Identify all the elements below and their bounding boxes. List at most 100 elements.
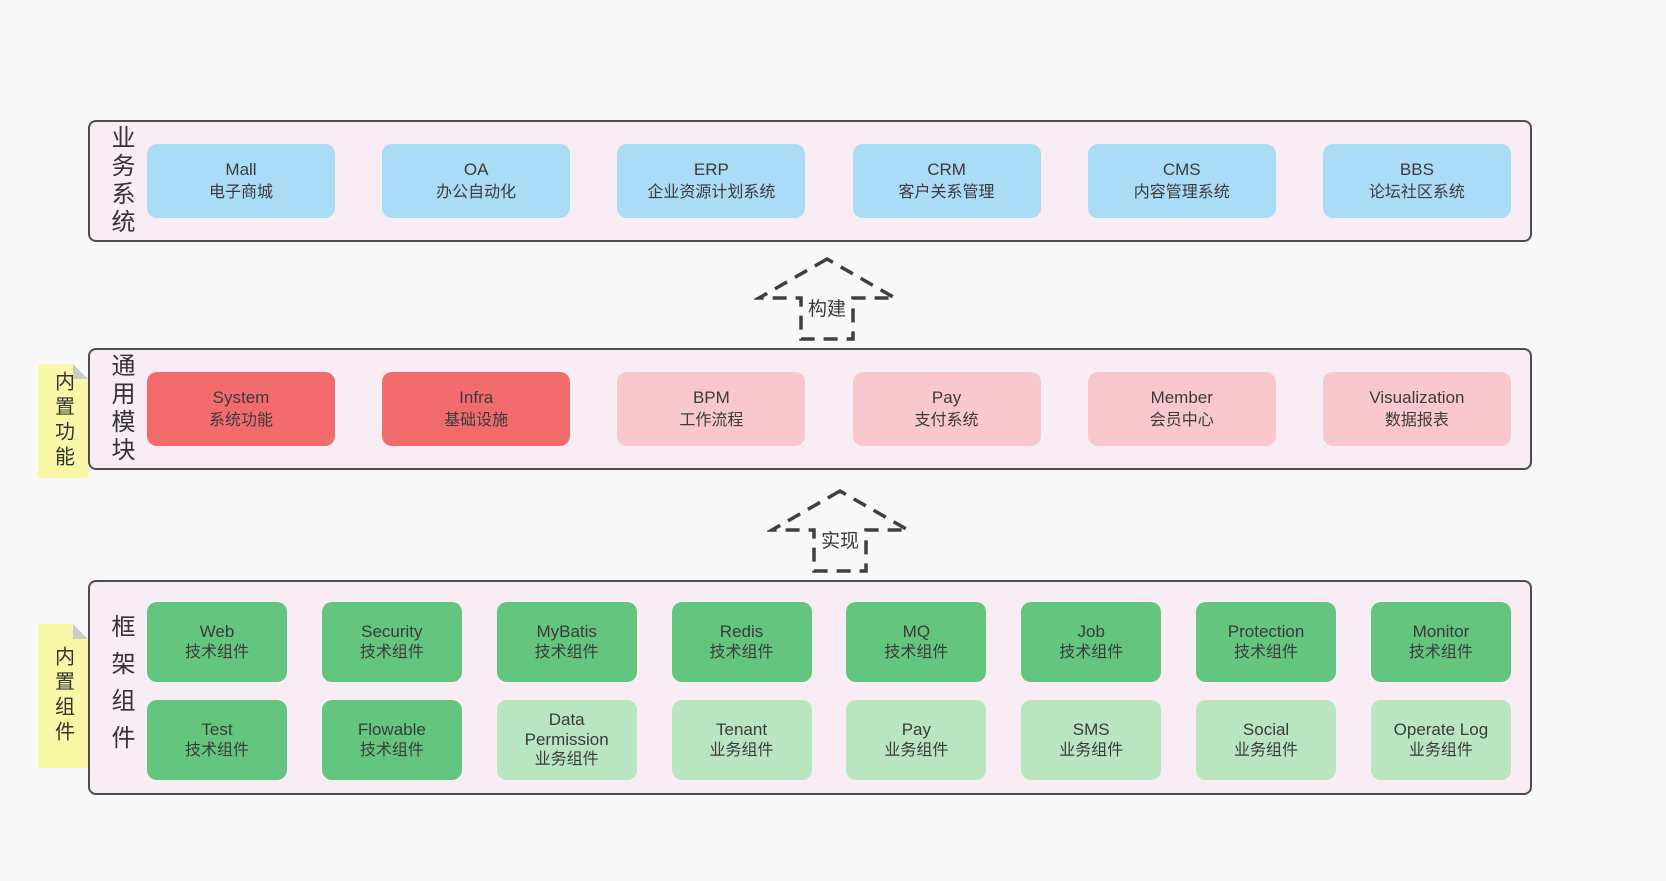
box-mybatis-subtitle: 技术组件 <box>534 643 599 661</box>
box-crm-title: CRM <box>927 159 966 179</box>
arrow-implement-label: 实现 <box>816 525 864 554</box>
box-mq-title: MQ <box>902 621 931 641</box>
box-mybatis: MyBatis 技术组件 <box>496 602 637 682</box>
box-job: Job 技术组件 <box>1021 602 1162 682</box>
box-bpm: BPM 工作流程 <box>617 372 806 446</box>
box-visualization-title: Visualization <box>1369 387 1465 407</box>
layer-business-label: 业务系统 <box>107 125 134 237</box>
box-monitor-subtitle: 技术组件 <box>1408 643 1473 661</box>
layer-business-systems: 业务系统 Mall 电子商城 OA 办公自动化 ERP 企业资源计划系统 CRM… <box>88 120 1532 242</box>
box-oa-title: OA <box>463 159 489 179</box>
box-mall-subtitle: 电子商城 <box>208 184 273 202</box>
layer-framework-components: 框架组件 Web 技术组件 Security 技术组件 MyBatis 技术组件… <box>88 580 1532 795</box>
box-mq: MQ 技术组件 <box>846 602 987 682</box>
box-protection: Protection 技术组件 <box>1196 602 1337 682</box>
arrow-build-label: 构建 <box>803 293 851 322</box>
box-cms-subtitle: 内容管理系统 <box>1133 184 1230 202</box>
box-monitor-title: Monitor <box>1412 621 1470 641</box>
box-web: Web 技术组件 <box>147 602 287 682</box>
note-fold-icon <box>73 624 88 639</box>
layer-common-modules: 通用模块 System 系统功能 Infra 基础设施 BPM 工作流程 Pay… <box>88 348 1532 470</box>
note-fold-icon <box>73 364 88 379</box>
arrow-up-build-icon <box>754 256 900 341</box>
box-cms: CMS 内容管理系统 <box>1087 144 1276 218</box>
box-pay-biz: Pay 业务组件 <box>846 700 987 780</box>
box-member: Member 会员中心 <box>1087 372 1276 446</box>
box-pay-title: Pay <box>931 387 962 407</box>
box-bpm-subtitle: 工作流程 <box>679 412 744 430</box>
box-test-subtitle: 技术组件 <box>184 741 249 759</box>
box-erp-title: ERP <box>693 159 729 179</box>
box-data-permission-subtitle: 业务组件 <box>534 751 599 769</box>
box-test: Test 技术组件 <box>147 700 287 780</box>
box-pay-subtitle: 支付系统 <box>914 412 979 430</box>
layer-components-label: 框架组件 <box>107 613 134 762</box>
box-security-subtitle: 技术组件 <box>359 643 424 661</box>
box-infra-title: Infra <box>459 387 494 407</box>
box-protection-title: Protection <box>1227 621 1305 641</box>
business-box-row: Mall 电子商城 OA 办公自动化 ERP 企业资源计划系统 CRM 客户关系… <box>147 144 1511 218</box>
sticky-note-builtin-functions: 内置功能 <box>38 364 88 478</box>
box-flowable-subtitle: 技术组件 <box>359 741 424 759</box>
components-box-row-1: Web 技术组件 Security 技术组件 MyBatis 技术组件 Redi… <box>147 602 1511 682</box>
box-mall-title: Mall <box>225 159 257 179</box>
box-cms-title: CMS <box>1162 159 1201 179</box>
box-infra-subtitle: 基础设施 <box>444 412 509 430</box>
box-social-subtitle: 业务组件 <box>1234 741 1299 759</box>
modules-box-row: System 系统功能 Infra 基础设施 BPM 工作流程 Pay 支付系统… <box>147 372 1511 446</box>
layer-modules-label: 通用模块 <box>107 353 134 465</box>
box-data-permission: Data Permission 业务组件 <box>496 700 637 780</box>
box-member-title: Member <box>1150 387 1213 407</box>
box-operate-log: Operate Log 业务组件 <box>1370 700 1511 780</box>
box-erp-subtitle: 企业资源计划系统 <box>647 184 776 202</box>
arrow-up-implement-icon <box>767 488 913 573</box>
box-sms-title: SMS <box>1072 719 1110 739</box>
box-redis-subtitle: 技术组件 <box>709 643 774 661</box>
box-crm-subtitle: 客户关系管理 <box>898 184 995 202</box>
box-bbs-title: BBS <box>1399 159 1434 179</box>
box-sms-subtitle: 业务组件 <box>1059 741 1124 759</box>
box-data-permission-title: Data Permission <box>524 710 609 749</box>
box-flowable-title: Flowable <box>357 719 426 739</box>
box-oa: OA 办公自动化 <box>382 144 571 218</box>
box-oa-subtitle: 办公自动化 <box>436 184 517 202</box>
box-redis: Redis 技术组件 <box>671 602 812 682</box>
box-pay-biz-subtitle: 业务组件 <box>884 741 949 759</box>
sticky-note-builtin-components: 内置组件 <box>38 624 88 768</box>
box-web-subtitle: 技术组件 <box>184 643 249 661</box>
box-security-title: Security <box>361 621 423 641</box>
box-bpm-title: BPM <box>692 387 730 407</box>
box-mybatis-title: MyBatis <box>536 621 597 641</box>
box-social: Social 业务组件 <box>1196 700 1337 780</box>
note-builtin-functions-text: 内置功能 <box>51 371 74 471</box>
box-operate-log-subtitle: 业务组件 <box>1408 741 1473 759</box>
box-test-title: Test <box>201 719 233 739</box>
box-mq-subtitle: 技术组件 <box>884 643 949 661</box>
box-member-subtitle: 会员中心 <box>1149 412 1214 430</box>
box-bbs-subtitle: 论坛社区系统 <box>1368 184 1465 202</box>
box-pay: Pay 支付系统 <box>852 372 1041 446</box>
box-crm: CRM 客户关系管理 <box>852 144 1041 218</box>
box-system-subtitle: 系统功能 <box>208 412 273 430</box>
box-tenant-title: Tenant <box>716 719 768 739</box>
box-security: Security 技术组件 <box>321 602 462 682</box>
box-protection-subtitle: 技术组件 <box>1234 643 1299 661</box>
box-visualization-subtitle: 数据报表 <box>1384 412 1449 430</box>
box-pay-biz-title: Pay <box>901 719 932 739</box>
box-erp: ERP 企业资源计划系统 <box>617 144 806 218</box>
box-visualization: Visualization 数据报表 <box>1322 372 1511 446</box>
box-system: System 系统功能 <box>147 372 335 446</box>
box-infra: Infra 基础设施 <box>382 372 571 446</box>
note-builtin-components-text: 内置组件 <box>51 646 74 746</box>
box-tenant-subtitle: 业务组件 <box>709 741 774 759</box>
box-social-title: Social <box>1242 719 1290 739</box>
box-sms: SMS 业务组件 <box>1021 700 1162 780</box>
components-box-row-2: Test 技术组件 Flowable 技术组件 Data Permission … <box>147 700 1511 780</box>
box-job-title: Job <box>1077 621 1105 641</box>
box-web-title: Web <box>199 621 235 641</box>
box-job-subtitle: 技术组件 <box>1059 643 1124 661</box>
box-operate-log-title: Operate Log <box>1393 719 1489 739</box>
box-tenant: Tenant 业务组件 <box>671 700 812 780</box>
box-mall: Mall 电子商城 <box>147 144 335 218</box>
box-redis-title: Redis <box>719 621 764 641</box>
